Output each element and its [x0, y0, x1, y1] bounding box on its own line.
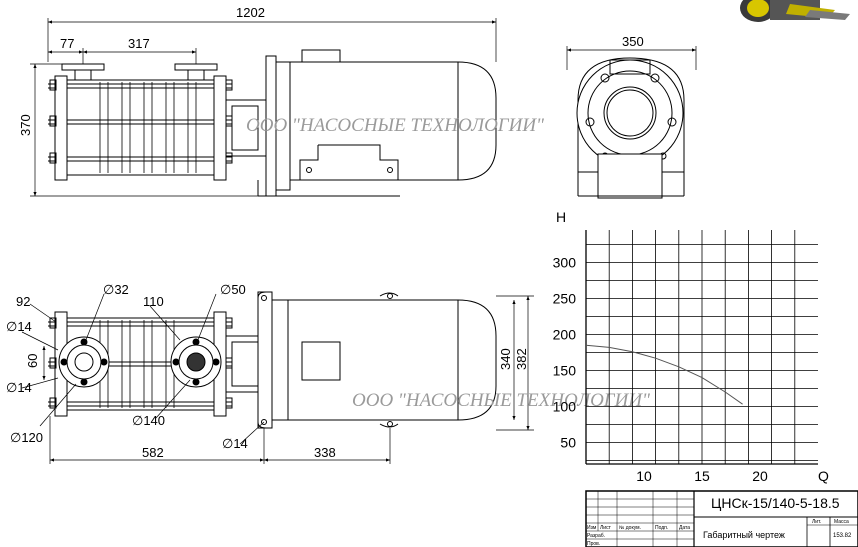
- watermark-top: ООО "НАСОСНЫЕ ТЕХНОЛОГИИ": [246, 115, 545, 136]
- dim-340: 340: [498, 348, 513, 370]
- tb-row-razrab: Разраб.: [587, 533, 605, 539]
- chart-x-tick-label: 15: [694, 468, 710, 484]
- chart-y-tick-label: 250: [553, 290, 577, 306]
- chart-xlabel: Q: [818, 468, 829, 484]
- pump-3d-thumbnail: [740, 0, 850, 22]
- tb-col-doc: № докум.: [619, 525, 641, 531]
- dim-317: 317: [128, 36, 150, 51]
- dim-d32: ∅32: [103, 282, 129, 297]
- dim-60: 60: [25, 354, 40, 368]
- pump-curve-chart: 10 15 20 50 100 150 200 250 300 H Q: [553, 209, 829, 484]
- dim-77: 77: [60, 36, 74, 51]
- tb-col-date: Дата: [679, 525, 690, 531]
- tb-massa-value: 153.82: [833, 533, 852, 539]
- dim-1202: 1202: [236, 5, 265, 20]
- title-block: [585, 490, 858, 547]
- dim-338: 338: [314, 445, 336, 460]
- chart-y-tick-label: 100: [553, 398, 577, 414]
- watermark-bottom: ООО "НАСОСНЫЕ ТЕХНОЛОГИИ": [352, 390, 651, 411]
- dim-d120: ∅120: [10, 430, 43, 445]
- end-view: [566, 46, 697, 199]
- dim-d14-b: ∅14: [6, 380, 32, 395]
- dim-110: 110: [143, 294, 164, 309]
- dim-92: 92: [16, 294, 30, 309]
- dim-582: 582: [142, 445, 164, 460]
- chart-series-line: [585, 344, 743, 405]
- tb-massa-label: Масса: [834, 519, 849, 525]
- dim-d14-a: ∅14: [6, 319, 32, 334]
- dim-350: 350: [622, 34, 644, 49]
- tb-col-list: Лист: [600, 525, 612, 531]
- side-view: [30, 18, 497, 197]
- dim-370: 370: [18, 114, 33, 136]
- tb-col-izm: Изм: [587, 525, 597, 531]
- chart-y-tick-label: 150: [553, 362, 577, 378]
- title-designation: ЦНСк-15/140-5-18.5: [711, 495, 840, 511]
- plan-view: [21, 291, 534, 464]
- tb-lit: Лит.: [812, 519, 821, 525]
- chart-ylabel: H: [556, 209, 566, 225]
- dim-d50: ∅50: [220, 282, 246, 297]
- tb-row-prov: Пров.: [587, 541, 600, 547]
- chart-y-tick-label: 200: [553, 326, 577, 342]
- chart-y-tick-label: 50: [560, 434, 576, 450]
- dim-382: 382: [514, 348, 529, 370]
- chart-x-tick-label: 10: [636, 468, 652, 484]
- tb-col-sign: Подп.: [655, 525, 668, 531]
- chart-y-tick-label: 300: [553, 254, 577, 270]
- dim-d140: ∅140: [132, 413, 165, 428]
- dim-d14-c: ∅14: [222, 436, 248, 451]
- chart-x-tick-label: 20: [752, 468, 768, 484]
- title-drawing-name: Габаритный чертеж: [703, 530, 785, 540]
